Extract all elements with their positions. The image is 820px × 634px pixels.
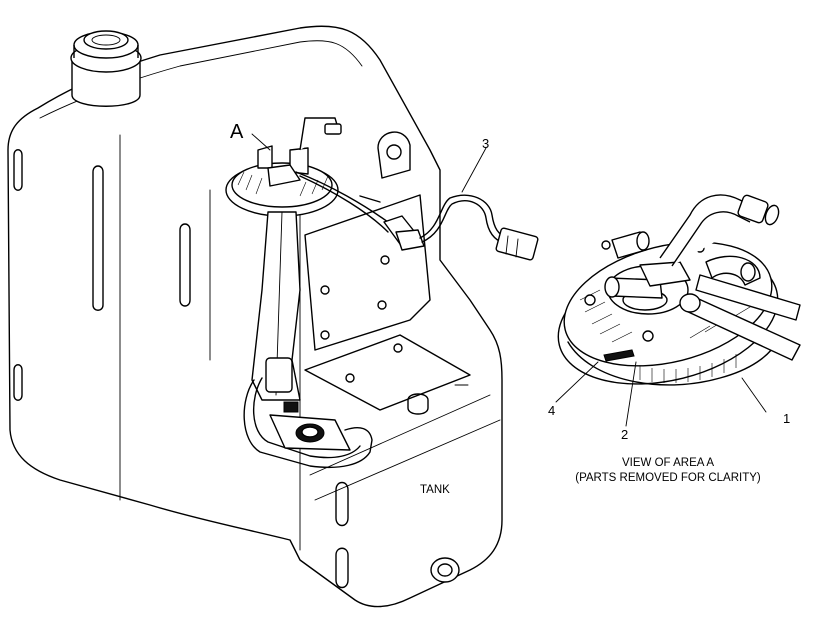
- label-area-a: A: [230, 121, 244, 143]
- wiring-harness: [295, 171, 539, 261]
- label-part-4: 4: [548, 403, 555, 418]
- label-part-2: 2: [621, 427, 628, 442]
- caption-line-2: (PARTS REMOVED FOR CLARITY): [575, 472, 761, 484]
- label-tank: TANK: [420, 484, 450, 496]
- callout-leaders: [251, 133, 767, 427]
- fuel-tank: [7, 25, 503, 608]
- caption-line-1: VIEW OF AREA A: [622, 457, 714, 469]
- label-part-1: 1: [783, 411, 790, 426]
- label-part-3: 3: [482, 136, 489, 151]
- detail-view-area-a: [557, 194, 801, 386]
